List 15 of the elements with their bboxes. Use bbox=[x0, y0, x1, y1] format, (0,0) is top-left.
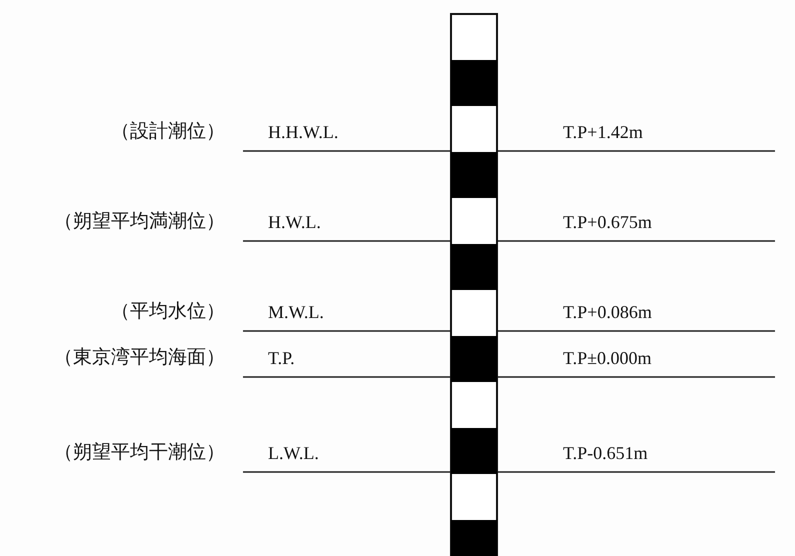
tide-level-abbreviation: L.W.L. bbox=[268, 442, 319, 464]
tide-level-abbreviation: H.H.W.L. bbox=[268, 121, 338, 143]
tide-level-name: （平均水位） bbox=[111, 301, 225, 323]
tide-level-name: （朔望平均満潮位） bbox=[54, 211, 225, 233]
elevation-value: T.P+1.42m bbox=[563, 121, 643, 143]
elevation-value: T.P±0.000m bbox=[563, 347, 652, 369]
elevation-value: T.P-0.651m bbox=[563, 442, 648, 464]
tide-level-abbreviation: M.W.L. bbox=[268, 301, 324, 323]
tide-level-name: （東京湾平均海面） bbox=[54, 347, 225, 369]
tide-level-name: （朔望平均干潮位） bbox=[54, 442, 225, 464]
tide-level-name: （設計潮位） bbox=[111, 121, 225, 143]
elevation-value: T.P+0.086m bbox=[563, 301, 652, 323]
tide-level-abbreviation: H.W.L. bbox=[268, 211, 321, 233]
elevation-value: T.P+0.675m bbox=[563, 211, 652, 233]
tide-level-abbreviation: T.P. bbox=[268, 347, 295, 369]
